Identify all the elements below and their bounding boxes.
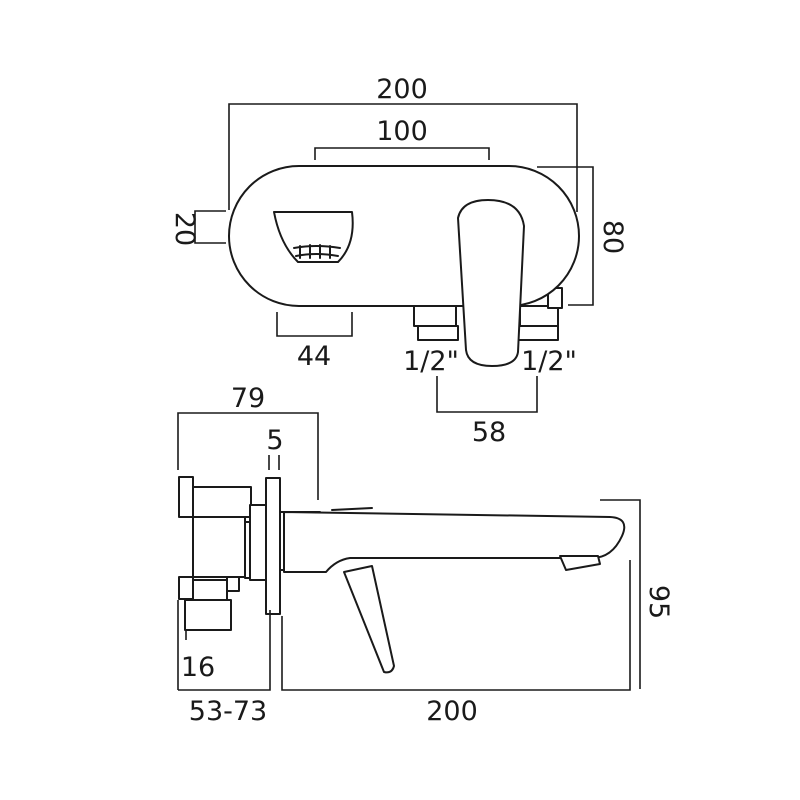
wall-plate-side	[265, 477, 281, 615]
valve-bottom-block	[192, 579, 228, 601]
dim-spacing-top: 100	[376, 116, 428, 147]
valve-body-left	[413, 305, 457, 327]
dim-line-80	[537, 166, 594, 306]
lever-side	[343, 565, 395, 674]
valve-bottom-cap	[178, 576, 194, 600]
dim-line-16	[177, 600, 187, 690]
inlet-right-label: 1/2"	[521, 346, 577, 377]
valve-top-block	[192, 486, 252, 518]
lever-top-edge	[331, 507, 373, 511]
dim-spout-length: 200	[426, 696, 478, 727]
dim-line-200-spout	[281, 560, 631, 691]
dim-spout-width: 44	[297, 341, 331, 372]
dim-wall-depth: 53-73	[189, 696, 267, 727]
side-view: 79 5 16 53-73 200 95	[177, 383, 674, 727]
dim-line-200-top	[228, 103, 578, 212]
dim-spout-offset: 20	[169, 212, 200, 246]
inlet-left-label: 1/2"	[403, 346, 459, 377]
dim-overall-width: 200	[376, 74, 428, 105]
valve-mid-block	[192, 516, 246, 578]
spout-side	[283, 511, 626, 573]
plan-view: 200 100 20 80 44 1/2" 1/2" 58	[169, 74, 628, 448]
dim-height: 95	[643, 585, 674, 619]
dim-projection: 79	[231, 383, 265, 414]
dim-plate-thickness: 5	[266, 425, 283, 456]
aerator-tip	[559, 555, 601, 571]
inlet-connector-left	[417, 325, 459, 341]
dim-line-58	[436, 376, 538, 413]
dim-depth: 80	[597, 220, 628, 254]
dim-line-95	[600, 499, 641, 689]
inlet-connector-right	[517, 325, 559, 341]
valve-ring	[226, 576, 240, 592]
spout-outlet	[273, 211, 354, 263]
dim-inlet-spacing: 58	[472, 417, 506, 448]
valve-stem	[249, 504, 267, 581]
dim-inlet-length: 16	[181, 652, 215, 683]
dim-line-20	[194, 210, 226, 244]
lever-handle	[457, 199, 525, 367]
valve-top-cap	[178, 476, 194, 518]
dim-line-44	[276, 312, 353, 337]
dim-line-53-73	[178, 610, 271, 691]
dim-line-79	[177, 412, 319, 500]
aerator-grille	[299, 244, 331, 259]
dim-line-100	[314, 147, 490, 160]
inlet-body	[184, 599, 232, 631]
